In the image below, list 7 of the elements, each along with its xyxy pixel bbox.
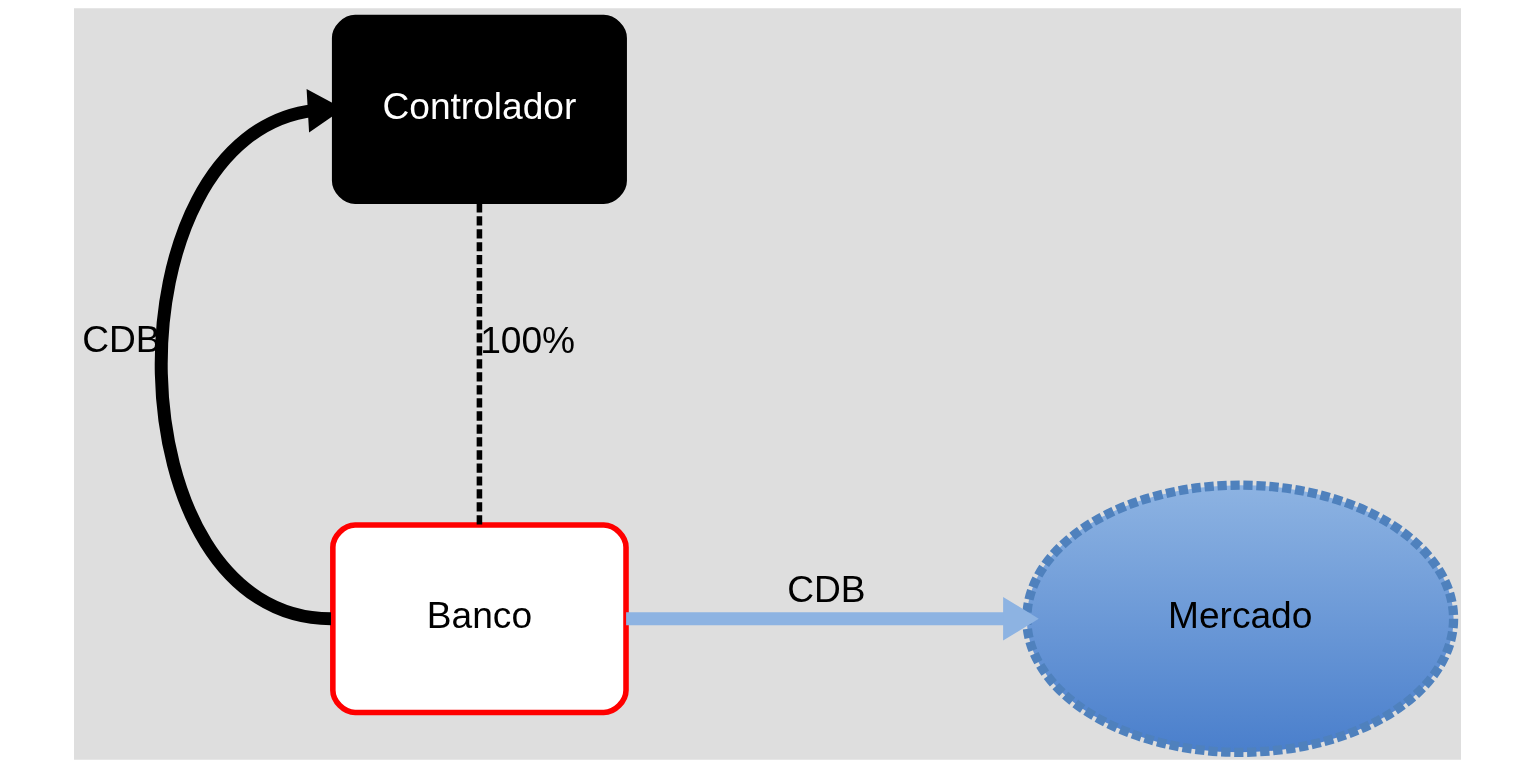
node-box: Banco [330,522,629,716]
node-ellipse: Mercado [1022,480,1459,757]
edge-label: CDB [787,568,866,611]
connector [476,203,483,525]
edge-label: 100% [480,319,576,362]
node-box: Controlador [331,14,627,204]
arrow [626,596,1039,641]
